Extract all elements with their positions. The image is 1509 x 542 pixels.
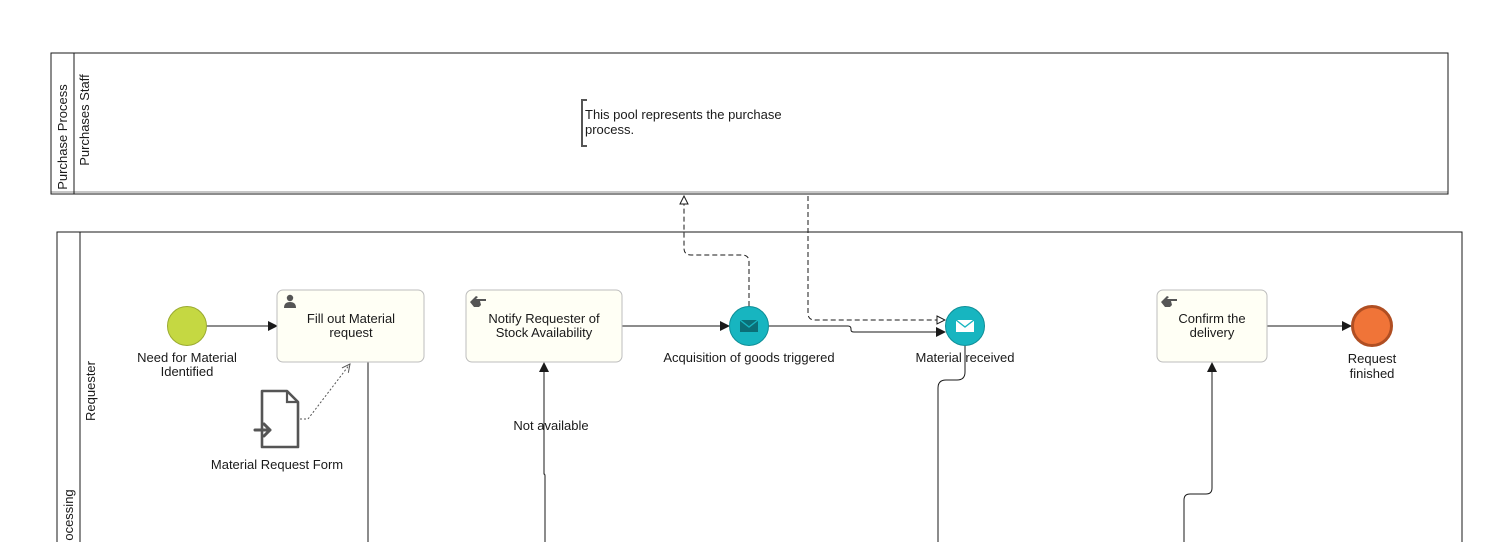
task-confirm-label-1: Confirm the — [1178, 311, 1245, 326]
message-flow-to-purchase[interactable] — [684, 196, 750, 306]
end-event-label-2: finished — [1350, 366, 1395, 381]
purchase-pool-label: Purchase Process — [55, 84, 70, 190]
purchase-lane-label: Purchases Staff — [77, 74, 92, 166]
flow-acquisition-to-received[interactable] — [769, 325, 946, 337]
requisition-pool-label: ocessing — [61, 489, 76, 540]
task-confirm-label-2: delivery — [1190, 325, 1235, 340]
flow-to-confirm[interactable] — [1183, 362, 1217, 542]
task-notify-requester[interactable]: Notify Requester of Stock Availability — [465, 289, 623, 363]
message-throw-label: Acquisition of goods triggered — [663, 350, 834, 365]
flow-label-not-available: Not available — [513, 418, 588, 433]
data-object-label: Material Request Form — [211, 457, 343, 472]
task-fill-out-material-request[interactable]: Fill out Material request — [276, 289, 425, 363]
purchase-pool[interactable]: Purchase Process Purchases Staff — [50, 52, 1449, 195]
sequence-flows — [207, 321, 1352, 542]
task-notify-label-2: Stock Availability — [496, 325, 593, 340]
message-throw-event[interactable]: Acquisition of goods triggered — [663, 306, 835, 366]
start-event-label-2: Identified — [161, 364, 214, 379]
annotation-line-1: This pool represents the purchase — [585, 107, 782, 122]
message-catch-label: Material received — [916, 350, 1015, 365]
message-flows — [684, 196, 945, 320]
start-event[interactable]: Need for Material Identified — [137, 306, 237, 380]
envelope-icon — [955, 319, 975, 332]
task-fill-out-label-1: Fill out Material — [307, 311, 395, 326]
message-flow-from-purchase[interactable] — [807, 196, 945, 320]
hand-pointer-icon — [1161, 296, 1177, 307]
requisition-pool[interactable]: ocessing Requester — [56, 231, 1463, 542]
input-document-icon — [253, 389, 300, 449]
data-object-material-request-form[interactable]: Material Request Form — [211, 389, 343, 472]
task-fill-out-label-2: request — [329, 325, 373, 340]
start-event-label-1: Need for Material — [137, 350, 237, 365]
hand-pointer-icon — [470, 296, 486, 307]
envelope-icon — [739, 319, 759, 332]
annotation-line-2: process. — [585, 122, 634, 137]
task-confirm-delivery[interactable]: Confirm the delivery — [1156, 289, 1268, 363]
user-icon — [284, 294, 296, 308]
message-catch-event[interactable]: Material received — [916, 306, 1015, 366]
task-notify-label-1: Notify Requester of — [488, 311, 600, 326]
flow-not-available[interactable] — [539, 362, 549, 542]
flow-received-down[interactable] — [937, 346, 966, 542]
data-association[interactable] — [300, 364, 350, 420]
requester-lane-label: Requester — [83, 360, 98, 421]
text-annotation[interactable]: This pool represents the purchase proces… — [581, 99, 782, 147]
end-event-label-1: Request — [1348, 351, 1397, 366]
end-event[interactable]: Request finished — [1348, 305, 1397, 382]
